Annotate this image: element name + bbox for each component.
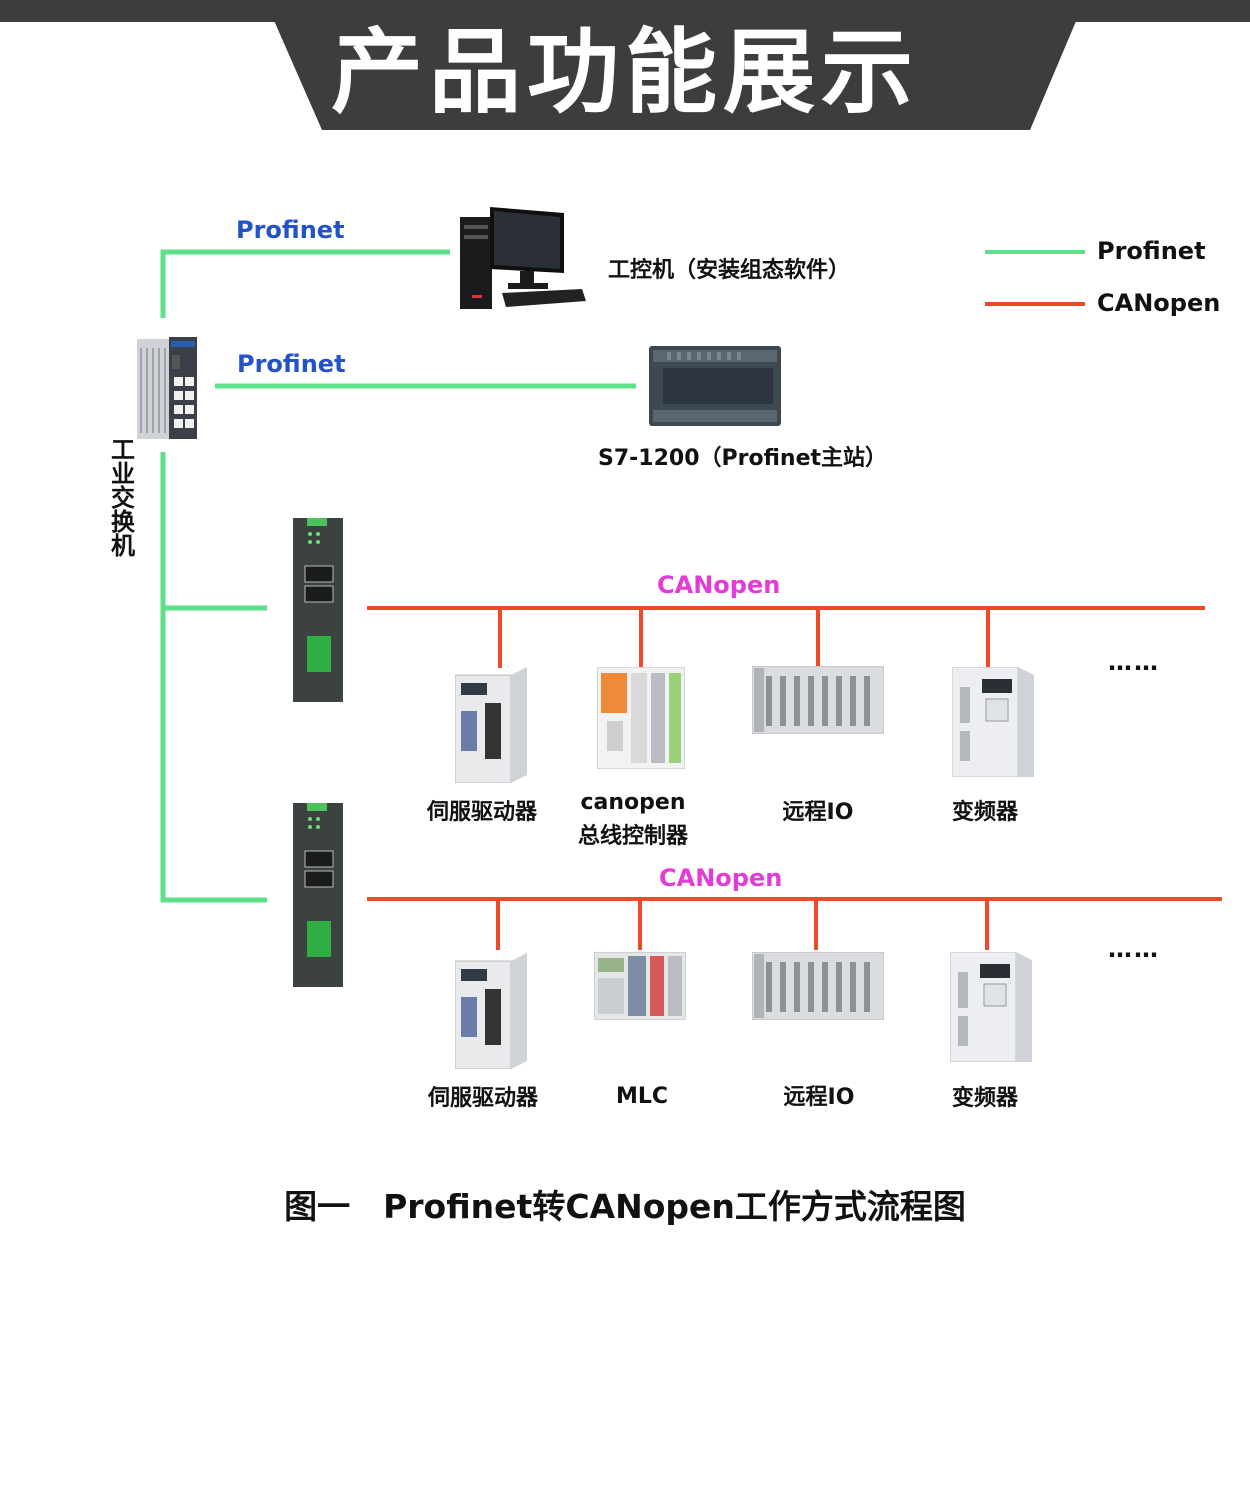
gateway-module-icon — [293, 518, 343, 702]
plc-s7-1200-icon — [649, 346, 781, 426]
row2-remote-io-label: 远程IO — [783, 1085, 855, 1110]
plc-label: S7-1200（Profinet主站） — [598, 446, 888, 471]
row1-ellipsis: …… — [1108, 648, 1160, 676]
frequency-converter-icon — [952, 667, 1034, 777]
canopen-label-1: CANopen — [657, 571, 781, 599]
row1-inverter-label: 变频器 — [951, 800, 1018, 825]
mlc-controller-icon — [594, 952, 686, 1020]
legend-profinet-label: Profinet — [1097, 237, 1206, 265]
row1-controller-label: canopen — [580, 790, 686, 815]
industrial-pc-icon — [460, 207, 586, 309]
row2-inverter-label: 变频器 — [951, 1086, 1018, 1111]
canopen-lines — [367, 606, 1222, 950]
legend-canopen-label: CANopen — [1097, 289, 1221, 317]
row1-controller-label2: 总线控制器 — [577, 824, 688, 849]
canopen-label-2: CANopen — [659, 864, 783, 892]
network-diagram — [160, 249, 1222, 950]
servo-drive-icon — [455, 953, 527, 1069]
canopen-bus-controller-icon — [597, 667, 685, 769]
profinet-label-top: Profinet — [236, 216, 345, 244]
figure-caption: 图一 Profinet转CANopen工作方式流程图 — [284, 1187, 966, 1226]
profinet-label-mid: Profinet — [237, 350, 346, 378]
frequency-converter-icon — [950, 952, 1032, 1062]
page-title: 产品功能展示 — [330, 19, 919, 126]
row1-remote-io-label: 远程IO — [782, 800, 854, 825]
switch-label: 工业交换机 — [111, 436, 135, 560]
row2-mlc-label: MLC — [615, 1084, 669, 1109]
remote-io-icon — [752, 952, 884, 1020]
servo-drive-icon — [455, 667, 527, 783]
industrial-switch-icon — [137, 337, 197, 439]
ipc-label: 工控机（安装组态软件） — [608, 258, 851, 283]
row2-ellipsis: …… — [1108, 935, 1160, 963]
gateway-module-icon — [293, 803, 343, 987]
row2-servo-label: 伺服驱动器 — [427, 1086, 538, 1111]
profinet-lines — [160, 249, 636, 903]
header-banner — [0, 0, 1250, 130]
remote-io-icon — [752, 666, 884, 734]
row1-servo-label: 伺服驱动器 — [426, 800, 537, 825]
